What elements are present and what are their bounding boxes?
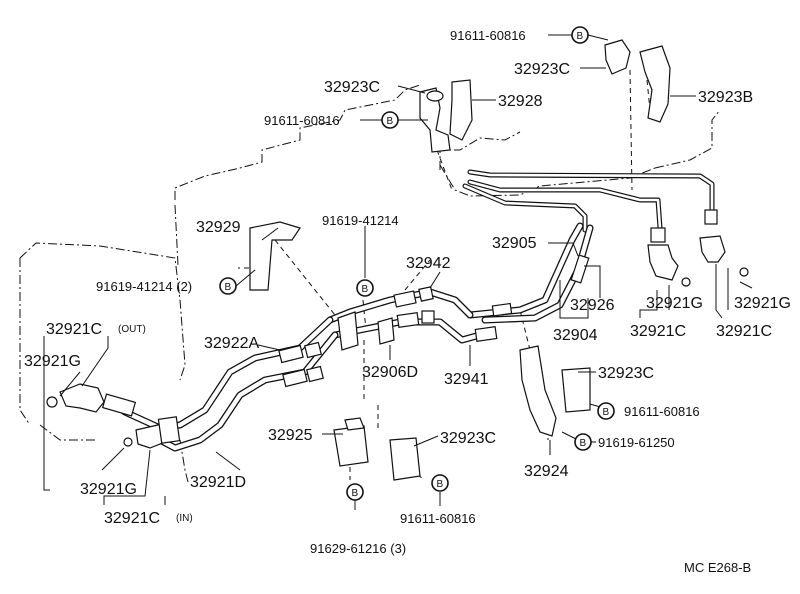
label-clamp-mid-right: 91619-61250 (598, 435, 675, 450)
label-bolt-bottom: 91611-60816 (400, 511, 476, 526)
label-bolt-top-right: 91611-60816 (450, 28, 526, 43)
label-32928: 32928 (498, 93, 543, 110)
svg-text:B: B (577, 31, 584, 42)
mounting-leaders (238, 69, 651, 481)
label-in-tag: (IN) (176, 513, 193, 524)
label-32923b: 32923B (698, 89, 753, 106)
label-32921g-right-2: 32921G (734, 295, 791, 312)
label-32921g-in: 32921G (80, 481, 137, 498)
callout-b-top-right: B (571, 26, 589, 44)
callout-b-bottom-bolt: B (431, 474, 449, 492)
label-32942: 32942 (406, 255, 451, 272)
callout-b-mid-right-clamp: B (574, 433, 592, 451)
label-32906d: 32906D (362, 364, 418, 381)
fittings (46, 209, 749, 449)
label-32921c-in: 32921C (104, 510, 160, 527)
svg-text:B: B (603, 407, 610, 418)
svg-text:B: B (362, 284, 369, 295)
label-32929: 32929 (196, 219, 241, 236)
svg-text:B: B (580, 438, 587, 449)
brackets (249, 39, 671, 481)
label-clamp-bottom: 91629-61216 (3) (310, 541, 406, 556)
label-32923c-top-left: 32923C (324, 79, 380, 96)
label-32921c-right-2: 32921C (716, 323, 772, 340)
label-bolt-mid-right: 91611-60816 (624, 404, 700, 419)
label-32923c-bottom: 32923C (440, 430, 496, 447)
label-32924: 32924 (524, 463, 569, 480)
label-32926: 32926 (570, 297, 615, 314)
callout-b-clamp-left: B (219, 277, 237, 295)
label-32923c-mid-right: 32923C (598, 365, 654, 382)
label-32921g-out: 32921G (24, 353, 81, 370)
pipe-assembly (106, 169, 715, 452)
svg-text:B: B (437, 479, 444, 490)
label-32905: 32905 (492, 235, 537, 252)
label-bolt-top-left: 91611-60816 (264, 113, 340, 128)
callout-leaders (43, 34, 753, 510)
label-out-tag: (OUT) (118, 324, 146, 335)
label-32921c-right-1: 32921C (630, 323, 686, 340)
label-32921g-right-1: 32921G (646, 295, 703, 312)
part-labels: 91611-60816 32923C 32923B 32923C 32928 9… (24, 28, 791, 575)
callout-b-bottom-clamp: B (346, 483, 364, 501)
label-clamp-left: 91619-41214 (2) (96, 279, 192, 294)
label-clamp-top: 91619-41214 (322, 213, 399, 228)
label-32904: 32904 (553, 327, 598, 344)
label-32941: 32941 (444, 371, 489, 388)
svg-text:B: B (225, 282, 232, 293)
label-32921c-out: 32921C (46, 321, 102, 338)
callout-markers: B B B B B B B B (219, 26, 615, 501)
callout-b-top-left: B (381, 111, 399, 129)
callout-b-clamp-top: B (356, 279, 374, 297)
callout-b-mid-right-bolt: B (597, 402, 615, 420)
label-32925: 32925 (268, 427, 313, 444)
label-32921d: 32921D (190, 474, 246, 491)
svg-text:B: B (387, 116, 394, 127)
svg-text:B: B (352, 488, 359, 499)
label-32923c-top-right: 32923C (514, 61, 570, 78)
figure-code: MC E268-B (684, 560, 751, 575)
label-32922a: 32922A (204, 335, 259, 352)
